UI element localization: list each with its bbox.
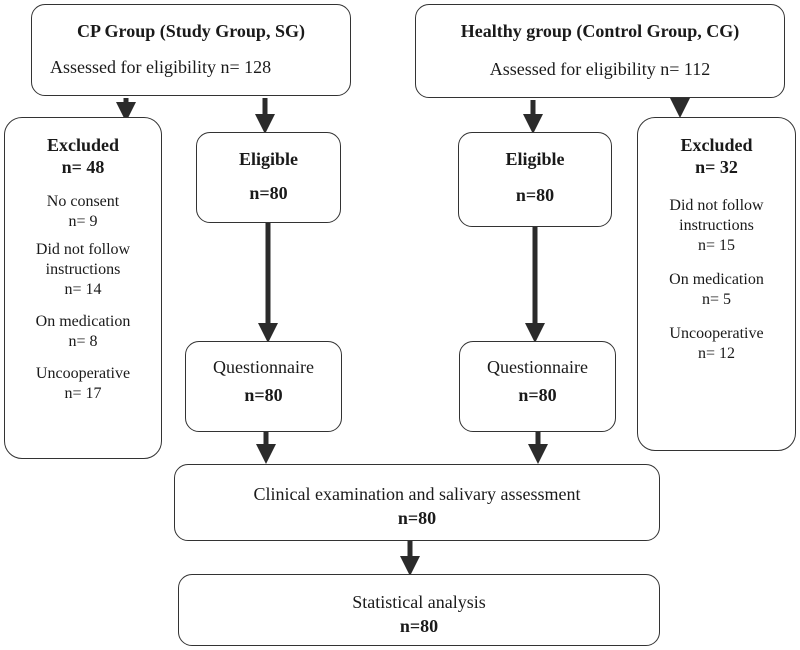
sg-excluded-reason-4: Uncooperative <box>35 365 131 382</box>
cg-questionnaire-n: n=80 <box>518 385 557 405</box>
cg-questionnaire-label: Questionnaire <box>487 357 588 377</box>
clinical-assessment-box: Clinical examination and salivary assess… <box>174 464 660 541</box>
cg-excluded-count: n= 32 <box>695 157 738 177</box>
sg-excluded-reason-3: On medication <box>35 313 131 330</box>
cg-questionnaire-box: Questionnaire n=80 <box>459 341 616 432</box>
clinical-assessment-n: n=80 <box>397 508 437 528</box>
sg-excluded-n-3: n= 8 <box>68 333 98 350</box>
sg-eligible-label: Eligible <box>238 149 298 169</box>
statistical-analysis-n: n=80 <box>399 616 439 636</box>
cg-excluded-reason-3: Uncooperative <box>669 325 764 342</box>
clinical-assessment-label: Clinical examination and salivary assess… <box>253 484 581 504</box>
cg-eligible-n: n=80 <box>515 185 555 205</box>
statistical-analysis-box: Statistical analysis n=80 <box>178 574 660 646</box>
cg-excluded-n-3: n= 12 <box>697 345 736 362</box>
sg-questionnaire-label: Questionnaire <box>213 357 314 377</box>
sg-excluded-reason-2: Did not follow instructions <box>35 241 131 278</box>
sg-questionnaire-n: n=80 <box>244 385 283 405</box>
cg-eligible-label: Eligible <box>505 149 565 169</box>
sg-eligible-n: n=80 <box>249 183 288 203</box>
cg-excluded-reason-1: Did not follow instructions <box>669 197 764 234</box>
sg-excluded-box: Excluded n= 48 No consent n= 9 Did not f… <box>4 117 162 459</box>
cg-eligible-box: Eligible n=80 <box>458 132 612 227</box>
sg-excluded-n-1: n= 9 <box>68 213 98 230</box>
cg-excluded-box: Excluded n= 32 Did not follow instructio… <box>637 117 796 451</box>
cg-excluded-title: Excluded <box>680 135 753 155</box>
statistical-analysis-label: Statistical analysis <box>352 592 486 612</box>
cg-group-title: Healthy group (Control Group, CG) <box>460 21 740 41</box>
sg-group-title: CP Group (Study Group, SG) <box>77 21 305 41</box>
sg-questionnaire-box: Questionnaire n=80 <box>185 341 342 432</box>
cg-assessed-box: Healthy group (Control Group, CG) Assess… <box>415 4 785 98</box>
cg-excluded-n-2: n= 5 <box>701 291 732 308</box>
sg-eligible-box: Eligible n=80 <box>196 132 341 223</box>
cg-assessed-text: Assessed for eligibility n= 112 <box>489 59 711 79</box>
cg-excluded-reason-2: On medication <box>669 271 764 288</box>
sg-assessed-text: Assessed for eligibility n= 128 <box>50 57 272 77</box>
sg-assessed-box: CP Group (Study Group, SG) Assessed for … <box>31 4 351 96</box>
cg-excluded-n-1: n= 15 <box>697 237 736 254</box>
sg-excluded-n-2: n= 14 <box>64 281 102 298</box>
sg-excluded-n-4: n= 17 <box>64 385 102 402</box>
sg-excluded-count: n= 48 <box>61 157 105 177</box>
sg-excluded-title: Excluded <box>46 135 120 155</box>
sg-excluded-reason-1: No consent <box>46 193 120 210</box>
